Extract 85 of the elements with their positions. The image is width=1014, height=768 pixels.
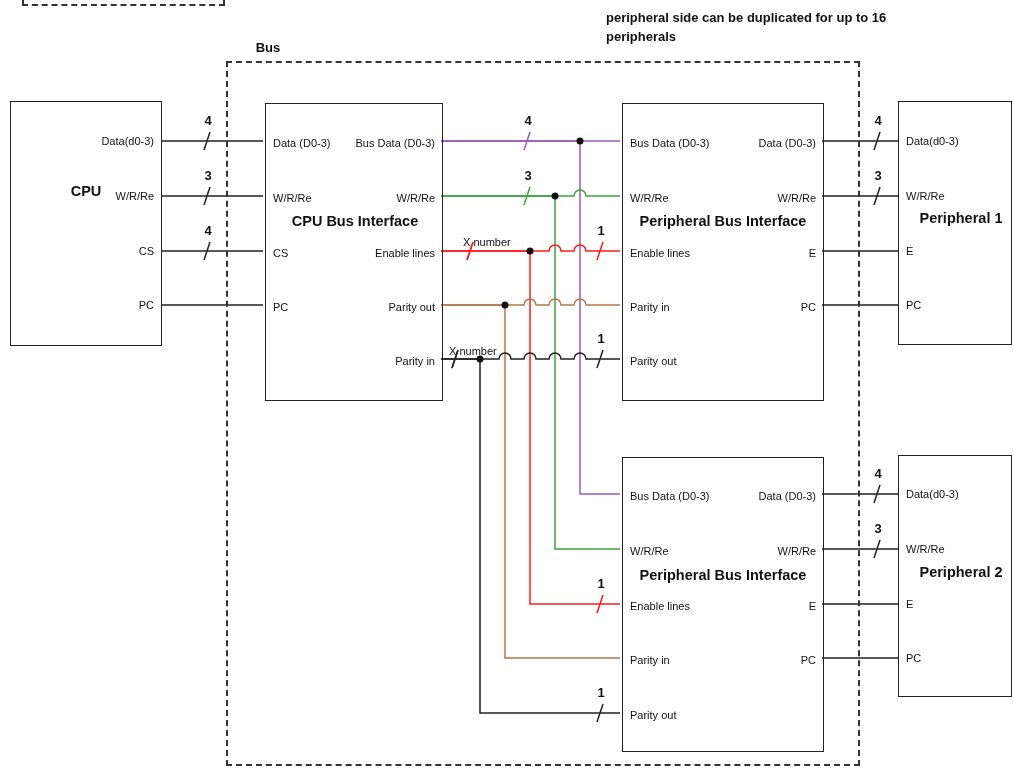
edge-label: 3: [523, 168, 533, 183]
bus-wire: [161, 186, 264, 206]
port-label: W/R/Re: [115, 188, 161, 204]
port-label: PC: [800, 652, 823, 668]
port-label: PC: [138, 297, 161, 313]
bus-wire: [161, 304, 264, 306]
edge-label: 1: [596, 576, 606, 591]
bus-wire: [821, 250, 899, 252]
block-title: Bus: [255, 39, 281, 55]
note-text: peripheral side can be duplicated for up to 16 peripherals: [606, 9, 888, 46]
block-title: Peripheral 2: [919, 564, 1003, 580]
edge-label: 4: [873, 466, 883, 481]
bus-width-label: X number: [449, 345, 497, 357]
edge-label: 4: [203, 223, 213, 238]
port-label: PC: [899, 297, 922, 313]
edge-label: 3: [873, 521, 883, 536]
edge-label: 3: [203, 168, 213, 183]
bus-wire: [821, 304, 899, 306]
edge-label: 3: [873, 168, 883, 183]
port-label: Parity in: [623, 299, 670, 315]
port-label: Enable lines: [623, 245, 690, 261]
port-label: Parity out: [388, 299, 442, 315]
edge-label: 4: [873, 113, 883, 128]
block-title: Peripheral 1: [919, 210, 1003, 226]
port-label: E: [808, 245, 823, 261]
port-label: Data (D0-3): [266, 135, 331, 151]
port-label: W/R/Re: [396, 190, 442, 206]
bus-wire: [821, 484, 899, 504]
block-title: Peripheral Bus Interface: [639, 213, 807, 229]
port-label: Bus Data (D0-3): [355, 135, 442, 151]
bus-wire: [440, 349, 621, 723]
edge-label: 1: [596, 331, 606, 346]
port-label: CS: [266, 245, 289, 261]
block-title: CPU: [70, 183, 102, 199]
block-box: [265, 103, 443, 401]
edge-label: 4: [203, 113, 213, 128]
port-label: Data (D0-3): [758, 488, 823, 504]
port-label: Parity out: [623, 707, 677, 723]
port-label: W/R/Re: [623, 190, 669, 206]
port-label: W/R/Re: [899, 541, 945, 557]
block-title: CPU Bus Interface: [291, 213, 419, 229]
edge-label: 1: [596, 685, 606, 700]
bus-width-label: X number: [463, 236, 511, 248]
port-label: Enable lines: [375, 245, 442, 261]
bus-wire: [821, 131, 899, 151]
port-label: CS: [138, 243, 161, 259]
port-label: Parity in: [395, 353, 442, 369]
block-box: [898, 455, 1012, 697]
port-label: E: [899, 596, 914, 612]
port-label: W/R/Re: [777, 543, 823, 559]
port-label: W/R/Re: [623, 543, 669, 559]
port-label: PC: [899, 650, 922, 666]
edge-label: 4: [523, 113, 533, 128]
port-label: Data(d0-3): [899, 486, 959, 502]
port-label: W/R/Re: [777, 190, 823, 206]
block-box: [10, 101, 162, 346]
port-label: Bus Data (D0-3): [623, 488, 710, 504]
block-title: Peripheral Bus Interface: [639, 567, 807, 583]
bus-wire: [161, 131, 264, 151]
port-label: Parity in: [623, 652, 670, 668]
bus-wire: [821, 603, 899, 605]
port-label: E: [899, 243, 914, 259]
port-label: W/R/Re: [266, 190, 312, 206]
port-label: Data (D0-3): [758, 135, 823, 151]
block-box: [622, 103, 824, 401]
port-label: W/R/Re: [899, 188, 945, 204]
port-label: Parity out: [623, 353, 677, 369]
bus-wire: [821, 539, 899, 559]
bus-wire: [161, 241, 264, 261]
bus-wire: [821, 657, 899, 659]
bus-wire: [440, 195, 621, 550]
edge-label: 1: [596, 223, 606, 238]
bus-wire: [440, 304, 621, 659]
port-label: Bus Data (D0-3): [623, 135, 710, 151]
port-label: PC: [266, 299, 289, 315]
port-label: E: [808, 598, 823, 614]
block-box: [898, 101, 1012, 345]
block-box: [622, 457, 824, 752]
bus-wire: [440, 140, 621, 495]
port-label: Data(d0-3): [101, 133, 161, 149]
bus-wire: [821, 186, 899, 206]
port-label: Data(d0-3): [899, 133, 959, 149]
port-label: Enable lines: [623, 598, 690, 614]
port-label: PC: [800, 299, 823, 315]
bus-wire: [440, 241, 621, 614]
